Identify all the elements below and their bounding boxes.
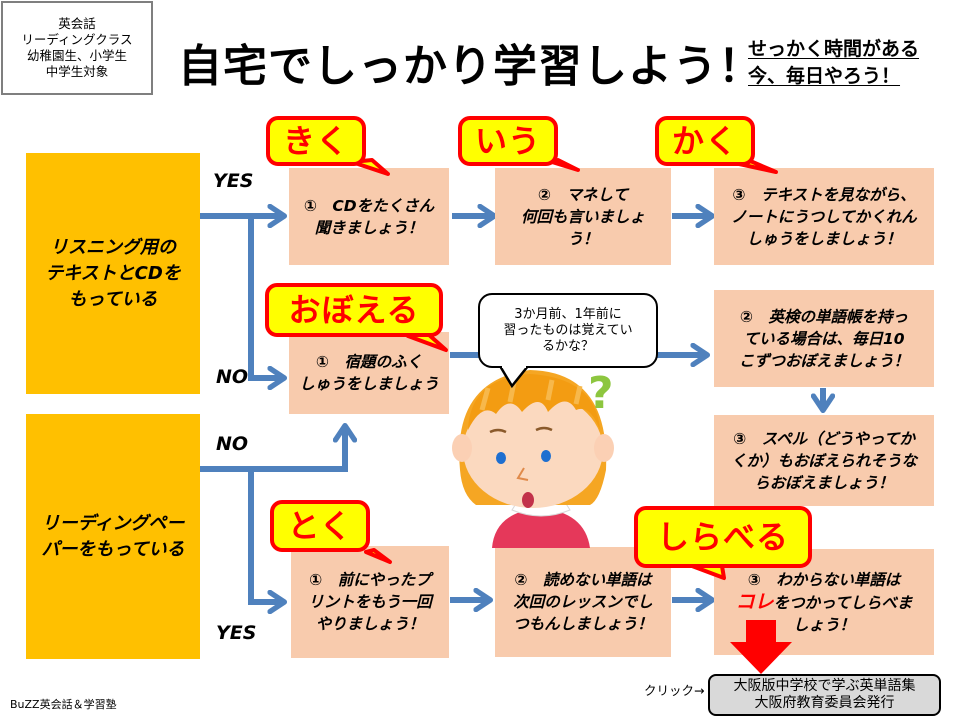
step-text: つもんしましょう！ xyxy=(513,615,653,633)
slogan-line: 今、毎日やろう！ xyxy=(748,65,901,87)
target-info-box: 英会話 リーディングクラス 幼稚園生、小学生 中学生対象 xyxy=(1,1,153,95)
step-read-1: ① 前にやったプリントをもう一回やりましょう！ xyxy=(291,546,449,658)
step-review-2: ② 英検の単語帳を持っている場合は、毎日10 こずつおぼえましょう！ xyxy=(714,290,934,387)
page-title: 自宅でしっかり学習しよう！ xyxy=(178,41,763,92)
question-line: リーディングペー xyxy=(41,512,185,534)
step-text: 次回のレッスンでし xyxy=(513,593,653,611)
branch-label-q1-yes: YES xyxy=(213,170,254,192)
question-line: パーをもっている xyxy=(41,538,185,560)
branch-label-q2-no: NO xyxy=(216,433,249,455)
step-text: ている場合は、毎日10 xyxy=(743,329,905,348)
link-line: 大阪府教育委員会発行 xyxy=(754,695,895,711)
info-line: 英会話 xyxy=(58,16,96,31)
step-text: しゅうをしましょう！ xyxy=(746,229,902,248)
branch-label-q1-no: NO xyxy=(216,366,249,388)
info-line: 中学生対象 xyxy=(45,64,109,79)
question-line: リスニング用の xyxy=(50,236,176,258)
bubble-kaku: かく xyxy=(655,116,755,166)
click-hint-label: クリック→ xyxy=(644,683,705,698)
info-line: 幼稚園生、小学生 xyxy=(26,48,127,63)
step-text: こずつおぼえましょう！ xyxy=(738,351,910,370)
step-text: ① 宿題のふく xyxy=(315,353,423,371)
thought-bubble: 3か月前、1年前に 習ったものは覚えてい るかな？ xyxy=(478,293,658,368)
step-text: 何回も言いましょ xyxy=(520,207,645,226)
step-text: ③ わからない単語は xyxy=(747,570,901,589)
thought-bubble-seam xyxy=(502,364,526,368)
thought-line: 習ったものは覚えてい xyxy=(503,322,633,338)
step-text: ② 読めない単語は xyxy=(514,571,652,589)
bubble-toku: とく xyxy=(270,500,370,552)
step-listen-1: ① CDをたくさん聞きましょう！ xyxy=(289,168,449,265)
vocab-book-link-button[interactable]: 大阪版中学校で学ぶ英単語集 大阪府教育委員会発行 xyxy=(708,674,941,716)
slogan: せっかく時間がある 今、毎日やろう！ xyxy=(748,36,919,90)
branch-label-q2-yes: YES xyxy=(216,622,257,644)
step-text: らおぼえましょう！ xyxy=(754,473,894,492)
question-mark-icon: ? xyxy=(588,368,614,419)
step-text: をつかってしらべま xyxy=(773,593,913,612)
step-text: しょう！ xyxy=(792,615,855,634)
step-text: リントをもう一回 xyxy=(308,593,432,611)
question-box-listening: リスニング用の テキストとCDを もっている xyxy=(26,153,200,394)
link-line: 大阪版中学校で学ぶ英単語集 xyxy=(733,678,916,694)
step-text: やりましょう！ xyxy=(315,615,425,633)
question-line: テキストとCDを xyxy=(45,262,181,284)
step-text: くか）もおぼえられそうな xyxy=(730,451,917,470)
step-listen-3: ③ テキストを見ながら、ノートにうつしてかくれんしゅうをしましょう！ xyxy=(714,168,934,265)
step-text: ノートにうつしてかくれん xyxy=(731,207,917,226)
question-line: もっている xyxy=(68,288,158,310)
step-text: ③ テキストを見ながら、 xyxy=(732,185,916,204)
step-text: う！ xyxy=(567,229,599,248)
info-line: リーディングクラス xyxy=(21,32,133,47)
step-read-2: ② 読めない単語は次回のレッスンでしつもんしましょう！ xyxy=(495,547,671,657)
step-text: ① CDをたくさん xyxy=(303,196,435,215)
step-text: ① 前にやったプ xyxy=(309,571,431,589)
step-text: ③ スペル（どうやってか xyxy=(733,429,915,448)
step-listen-2: ② マネして何回も言いましょう！ xyxy=(495,168,671,265)
footer-brand: BuZZ英会話＆学習塾 xyxy=(10,698,117,711)
step-text: ② 英検の単語帳を持っ xyxy=(739,307,909,326)
highlight-kore: コレ xyxy=(735,590,774,613)
bubble-kiku: きく xyxy=(266,116,366,166)
bubble-oboeru: おぼえる xyxy=(265,283,443,337)
step-text: しゅうをしましょう xyxy=(299,375,439,393)
step-text: ② マネして xyxy=(537,185,629,204)
step-text: 聞きましょう！ xyxy=(314,218,424,237)
bubble-shiraberu: しらべる xyxy=(634,506,812,568)
slogan-line: せっかく時間がある xyxy=(748,38,920,60)
thought-line: 3か月前、1年前に xyxy=(514,306,622,322)
question-box-reading: リーディングペー パーをもっている xyxy=(26,414,200,659)
thought-line: るかな？ xyxy=(541,338,594,354)
step-review-3: ③ スペル（どうやってかくか）もおぼえられそうならおぼえましょう！ xyxy=(714,415,934,506)
bubble-iu: いう xyxy=(458,116,558,166)
step-review-1: ① 宿題のふくしゅうをしましょう xyxy=(289,332,449,414)
